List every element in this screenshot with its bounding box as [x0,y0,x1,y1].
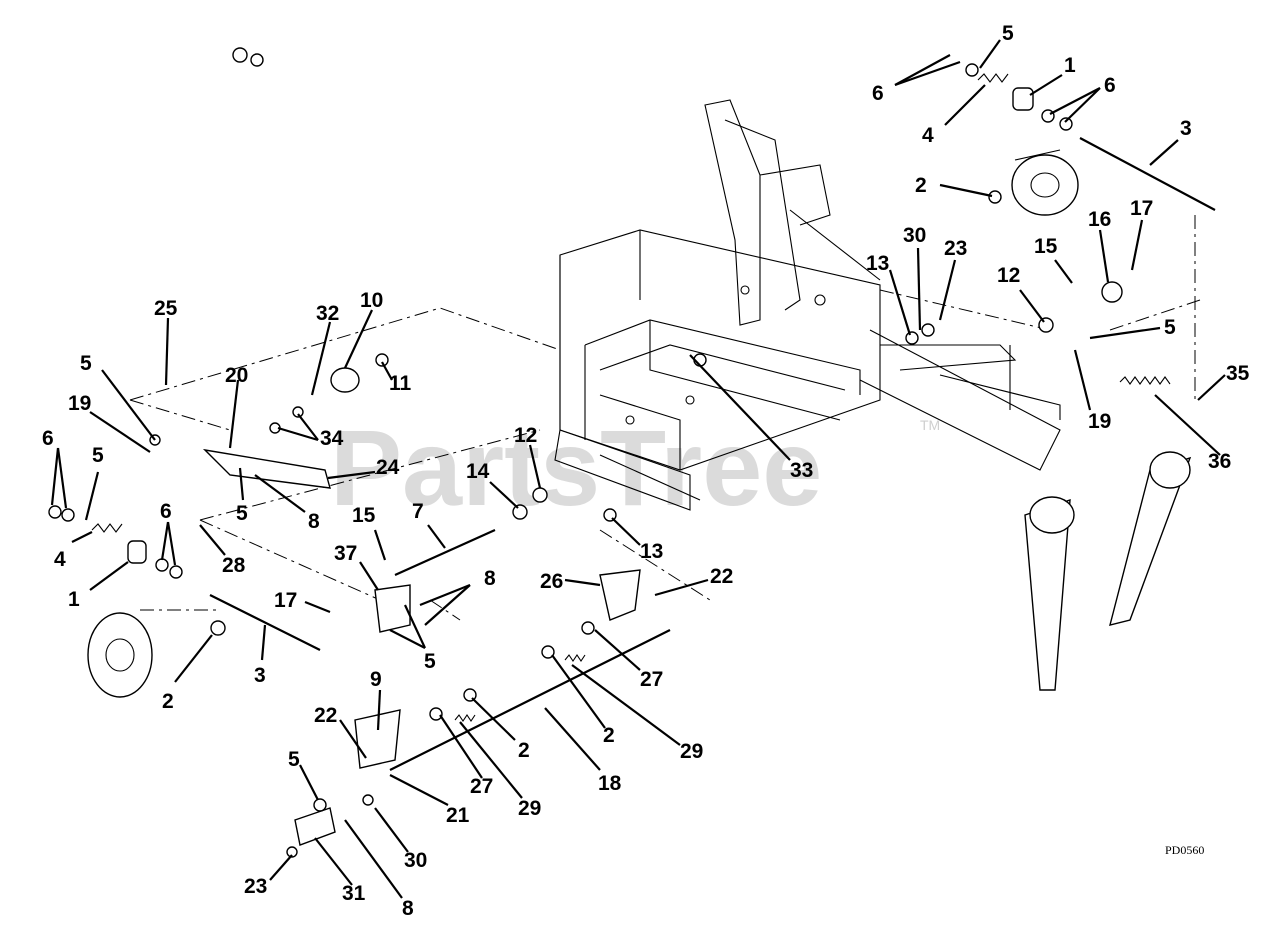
callout-labels: 5 6 1 6 4 3 2 17 16 30 23 13 15 12 5 35 … [42,22,1250,920]
callout-11: 11 [389,372,412,395]
callout-2: 2 [518,739,530,762]
callout-5: 5 [424,650,436,673]
callout-16: 16 [1088,208,1111,231]
callout-4: 4 [922,124,934,147]
callout-29: 29 [680,740,703,763]
callout-27: 27 [640,668,663,691]
callout-2: 2 [915,174,927,197]
callout-4: 4 [54,548,66,571]
callout-28: 28 [222,554,246,577]
callout-1: 1 [1064,54,1076,77]
callout-17: 17 [274,589,297,612]
callout-15: 15 [352,504,376,527]
callout-5: 5 [80,352,92,375]
callout-5: 5 [236,502,248,525]
callout-36: 36 [1208,450,1231,473]
callout-34: 34 [320,427,344,450]
callout-6: 6 [1104,74,1116,97]
callout-8: 8 [308,510,320,533]
callout-3: 3 [1180,117,1192,140]
callout-33: 33 [790,459,813,482]
callout-6: 6 [160,500,172,523]
callout-32: 32 [316,302,339,325]
tractor-frame-drawing [554,99,1061,511]
callout-37: 37 [334,542,357,565]
callout-17: 17 [1130,197,1153,220]
callout-10: 10 [360,289,383,312]
callout-27: 27 [470,775,493,798]
callout-22: 22 [314,704,337,727]
callout-24: 24 [376,456,400,479]
callout-23: 23 [244,875,267,898]
callout-31: 31 [342,882,366,905]
callout-18: 18 [598,772,622,795]
callout-12: 12 [514,424,537,447]
callout-3: 3 [254,664,266,687]
callout-6: 6 [872,82,884,105]
callout-14: 14 [466,460,490,483]
callout-19: 19 [68,392,91,415]
callout-7: 7 [412,500,424,523]
assembly-alignment-lines [129,215,1201,621]
callout-21: 21 [446,804,470,827]
callout-35: 35 [1226,362,1250,385]
callout-2: 2 [162,690,174,713]
callout-5: 5 [288,748,300,771]
callout-25: 25 [154,297,178,320]
parts-illustrations [48,47,1216,858]
callout-12: 12 [997,264,1020,287]
diagram-code-label: PD0560 [1165,843,1204,857]
callout-13: 13 [866,252,889,275]
callout-19: 19 [1088,410,1111,433]
callout-6: 6 [42,427,54,450]
callout-2: 2 [603,724,615,747]
callout-30: 30 [903,224,926,247]
callout-20: 20 [225,364,248,387]
callout-8: 8 [484,567,496,590]
callout-26: 26 [540,570,563,593]
callout-8: 8 [402,897,414,920]
callout-29: 29 [518,797,541,820]
watermark-trademark: TM [920,417,940,433]
callout-13: 13 [640,540,663,563]
callout-5: 5 [1164,316,1176,339]
callout-22: 22 [710,565,733,588]
callout-5: 5 [1002,22,1014,45]
callout-leader-lines [50,39,1226,899]
callout-1: 1 [68,588,80,611]
callout-5: 5 [92,444,104,467]
callout-9: 9 [370,668,382,691]
callout-23: 23 [944,237,967,260]
callout-30: 30 [404,849,427,872]
callout-15: 15 [1034,235,1058,258]
